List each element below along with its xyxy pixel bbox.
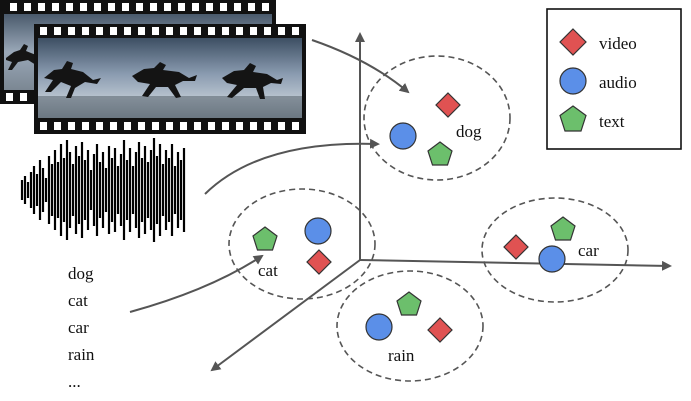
video-marker [306, 249, 332, 275]
word-item: dog [68, 264, 94, 283]
video-to-dog-arrow [311, 39, 410, 94]
text-marker [252, 226, 278, 251]
legend-text-pentagon-icon [559, 105, 587, 132]
mapping-arrows [129, 39, 410, 313]
audio-marker [365, 313, 393, 341]
video-filmstrip-front [34, 24, 306, 134]
legend-label-text: text [599, 112, 625, 131]
cluster-cat: cat [228, 188, 376, 300]
axis-diagonal [210, 259, 361, 372]
axis-horizontal [359, 259, 672, 271]
text-marker [550, 216, 576, 241]
sprocket-holes-bottom-back [6, 93, 27, 101]
legend-video-diamond-icon [559, 28, 587, 56]
text-to-cat-arrow [129, 254, 264, 313]
audio-marker [389, 122, 417, 150]
legend: video audio text [546, 8, 682, 150]
audio-marker [304, 217, 332, 245]
legend-label-video: video [599, 34, 637, 53]
word-item: rain [68, 345, 95, 364]
text-marker [427, 141, 453, 166]
word-item: ... [68, 372, 81, 391]
word-item: car [68, 318, 89, 337]
word-item: cat [68, 291, 88, 310]
cluster-label-rain: rain [388, 346, 415, 365]
running-dogs-silhouettes [44, 61, 283, 99]
cluster-label-car: car [578, 241, 599, 260]
cluster-car: car [481, 197, 629, 303]
video-marker [503, 234, 529, 260]
cluster-label-dog: dog [456, 122, 482, 141]
cluster-rain: rain [336, 270, 484, 382]
legend-label-audio: audio [599, 73, 637, 92]
sprocket-holes-bottom-front [40, 122, 299, 130]
cluster-dog: dog [363, 55, 511, 181]
legend-audio-circle-icon [559, 67, 587, 95]
sprocket-holes-top-front [40, 27, 299, 35]
text-marker [396, 291, 422, 316]
cluster-label-cat: cat [258, 261, 278, 280]
dog-silhouette-back [6, 44, 42, 70]
sprocket-holes-top-back [10, 3, 269, 11]
audio-to-dog-arrow [204, 138, 380, 195]
video-marker [427, 317, 453, 343]
video-marker [435, 92, 461, 118]
axes [210, 32, 672, 372]
audio-waveform [20, 138, 186, 242]
audio-marker [538, 245, 566, 273]
